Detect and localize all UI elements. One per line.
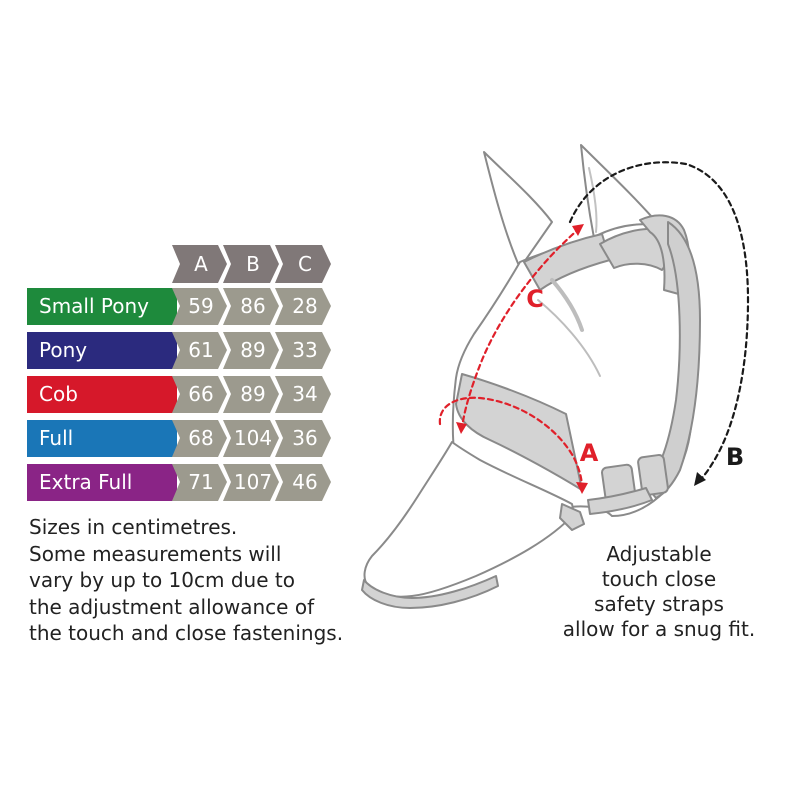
nose-cover-edge [559, 503, 585, 531]
measure-line-c [460, 226, 582, 430]
column-header-b: B [223, 245, 279, 283]
size-cell-b-chevron [223, 420, 279, 457]
size-cell-a-chevron [172, 376, 227, 413]
size-cell-c: 28 [292, 294, 317, 318]
size-cell-a-chevron [172, 288, 227, 325]
size-row-cob: Cob 66 89 34 [27, 376, 331, 413]
arrow-c-top [572, 224, 584, 236]
size-row-small-pony: Small Pony 59 86 28 [27, 288, 331, 325]
size-row-pony: Pony 61 89 33 [27, 332, 331, 369]
size-cell-a-chevron [172, 332, 227, 369]
size-table: A B C Small Pony 59 86 28 Pony 61 [27, 245, 331, 501]
marker-a-label: A [580, 439, 599, 467]
size-cell-a: 61 [188, 338, 213, 362]
sizing-note-line: the adjustment allowance of [29, 594, 315, 619]
column-header-c: C [275, 245, 331, 283]
nose-band [455, 373, 583, 491]
measure-line-b [568, 161, 750, 484]
size-cell-c-chevron [275, 376, 331, 413]
strap-callout-line: safety straps [594, 592, 724, 616]
left-ear-illustration [483, 151, 553, 269]
arrow-c-bottom [456, 422, 467, 434]
strap-callout-line: Adjustable [606, 542, 712, 566]
fly-mask-illustration [361, 144, 701, 609]
nose-cover-hem [361, 575, 499, 609]
size-cell-b-chevron [223, 464, 279, 501]
size-cell-a-chevron [172, 420, 227, 457]
sizing-note: Sizes in centimetres. Some measurements … [29, 514, 369, 647]
size-label-bar [27, 288, 177, 325]
size-cell-c: 46 [292, 470, 317, 494]
column-header-c-label: C [298, 252, 312, 276]
size-cell-b-chevron [223, 332, 279, 369]
strap-callout-line: touch close [601, 567, 717, 591]
sizing-note-line: Sizes in centimetres. [29, 515, 238, 539]
size-cell-c-chevron [275, 420, 331, 457]
size-row-extra-full: Extra Full 71 107 46 [27, 464, 331, 501]
nose-cover-illustration [363, 441, 575, 598]
ear-inner-line [588, 167, 598, 233]
size-cell-a-chevron [172, 464, 227, 501]
size-label: Full [39, 426, 73, 450]
measurement-guides [438, 161, 750, 494]
size-label: Cob [39, 382, 78, 406]
size-cell-c-chevron [275, 332, 331, 369]
size-label-bar [27, 420, 177, 457]
size-label-bar [27, 332, 177, 369]
size-cell-b: 107 [234, 470, 272, 494]
throat-latch [587, 487, 653, 515]
marker-b-label: B [726, 443, 744, 471]
size-cell-b-chevron [223, 376, 279, 413]
arrow-a-end [576, 482, 588, 494]
column-header-b-label: B [246, 252, 260, 276]
measure-line-a [438, 396, 584, 490]
size-cell-c: 36 [292, 426, 317, 450]
column-header-a-chevron [172, 245, 227, 283]
size-cell-a: 59 [188, 294, 213, 318]
size-cell-a: 66 [188, 382, 213, 406]
size-label-bar [27, 376, 177, 413]
size-cell-c: 34 [292, 382, 317, 406]
size-label: Extra Full [39, 470, 132, 494]
size-cell-b: 89 [240, 382, 265, 406]
column-header-b-chevron [223, 245, 279, 283]
size-cell-c-chevron [275, 288, 331, 325]
size-row-full: Full 68 104 36 [27, 420, 331, 457]
strap-tab-2 [637, 454, 669, 496]
column-header-a-label: A [194, 252, 208, 276]
forelock-strip [550, 278, 584, 332]
strap-callout-line: allow for a snug fit. [562, 617, 756, 641]
size-cell-b-chevron [223, 288, 279, 325]
arrow-b-end [694, 472, 706, 486]
size-label-bar [27, 464, 177, 501]
column-header-c-chevron [275, 245, 331, 283]
column-header-a: A [172, 245, 227, 283]
sizing-note-line: Some measurements will [29, 541, 282, 566]
sizing-note-line: the touch and close fastenings. [29, 621, 344, 645]
size-cell-b: 86 [240, 294, 265, 318]
size-cell-c: 33 [292, 338, 317, 362]
sizing-note-line: vary by up to 10cm due to [29, 568, 295, 592]
size-label: Small Pony [39, 294, 149, 318]
size-cell-a: 68 [188, 426, 213, 450]
size-label: Pony [39, 338, 87, 362]
marker-c-label: C [526, 285, 544, 313]
size-cell-b: 89 [240, 338, 265, 362]
strap-callout: Adjustable touch close safety straps all… [528, 542, 790, 642]
size-cell-c-chevron [275, 464, 331, 501]
size-cell-b: 104 [234, 426, 272, 450]
eye-mesh-edge [537, 299, 601, 377]
size-cell-a: 71 [188, 470, 213, 494]
